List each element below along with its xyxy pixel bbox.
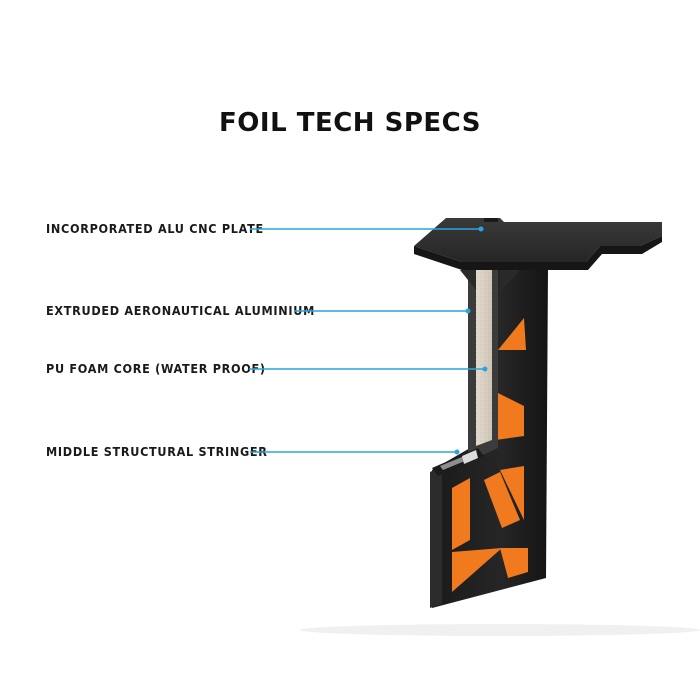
orange-stripe-5 <box>484 472 520 528</box>
callout-label-cnc-plate: INCORPORATED ALU CNC PLATE <box>46 221 264 236</box>
orange-stripe-6 <box>452 548 502 592</box>
callout-label-foam-core: PU FOAM CORE (WATER PROOF) <box>46 361 266 376</box>
callout-label-aluminium: EXTRUDED AERONAUTICAL ALUMINIUM <box>46 303 315 318</box>
page-title: FOIL TECH SPECS <box>219 108 481 138</box>
callout-dot-stringer <box>454 449 460 455</box>
orange-accent-stripes <box>452 318 528 592</box>
callout-dot-cnc-plate <box>478 226 484 232</box>
orange-stripe-4 <box>452 478 470 550</box>
orange-stripe-2 <box>496 392 524 440</box>
callout-label-stringer: MIDDLE STRUCTURAL STRINGER <box>46 444 268 459</box>
orange-stripe-3 <box>500 466 524 520</box>
orange-stripe-7 <box>500 548 528 578</box>
callout-dot-foam-core <box>482 366 488 372</box>
pu-foam-core <box>476 266 492 446</box>
floor-shadow <box>300 624 700 636</box>
middle-stringer <box>432 448 484 476</box>
orange-stripe-1 <box>498 318 526 350</box>
callout-lines <box>249 226 488 455</box>
callout-dot-aluminium <box>465 308 471 314</box>
